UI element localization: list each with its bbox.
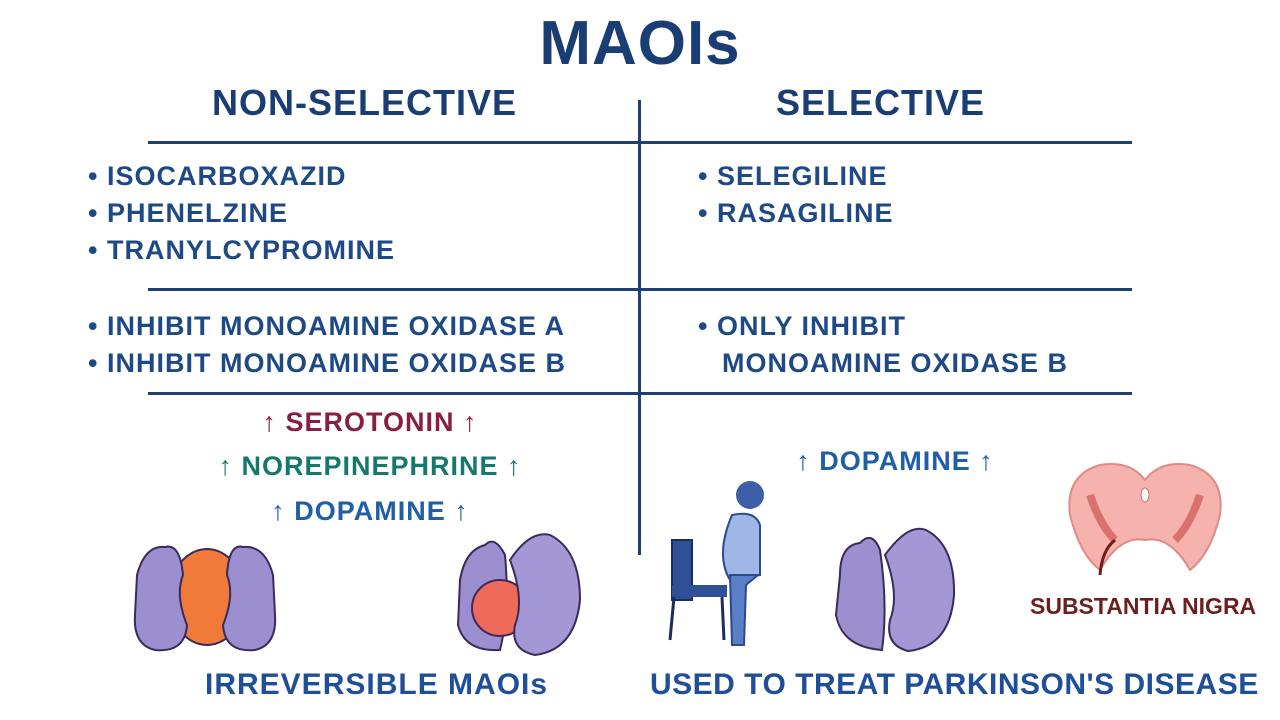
heading-selective: SELECTIVE [776,82,986,123]
list-item: MONOAMINE OXIDASE B [722,348,1069,378]
enzyme-illustration [834,527,956,653]
list-item: • INHIBIT MONOAMINE OXIDASE A [88,311,565,341]
selective-mechanism: • ONLY INHIBIT MONOAMINE OXIDASE B [698,308,1068,382]
list-item: • ISOCARBOXAZID [88,161,347,191]
non-selective-mechanism: • INHIBIT MONOAMINE OXIDASE A • INHIBIT … [88,308,566,382]
effect-serotonin: ↑ SEROTONIN ↑ [262,407,478,437]
effect-norepinephrine: ↑ NOREPINEPHRINE ↑ [218,451,522,481]
effect-dopamine: ↑ DOPAMINE ↑ [271,496,469,526]
parkinsons-patient-illustration [668,481,764,646]
caption-parkinsons: USED TO TREAT PARKINSON'S DISEASE [650,668,1259,701]
list-item: • PHENELZINE [88,198,288,228]
vertical-divider [638,100,641,555]
substantia-nigra-label: SUBSTANTIA NIGRA [1030,593,1257,619]
list-item: • RASAGILINE [698,198,894,228]
enzyme-bound-illustration [456,533,582,657]
list-item: • ONLY INHIBIT [698,311,906,341]
caption-irreversible: IRREVERSIBLE MAOIs [205,668,549,701]
list-item: • SELEGILINE [698,161,888,191]
effect-dopamine-selective: ↑ DOPAMINE ↑ [796,446,994,476]
non-selective-drug-list: • ISOCARBOXAZID • PHENELZINE • TRANYLCYP… [88,158,395,269]
enzyme-inhibitor-illustration [133,545,277,652]
list-item: • TRANYLCYPROMINE [88,235,395,265]
page-title: MAOIs [539,9,741,78]
selective-drug-list: • SELEGILINE • RASAGILINE [698,158,893,232]
heading-non-selective: NON-SELECTIVE [212,82,518,123]
list-item: • INHIBIT MONOAMINE OXIDASE B [88,348,566,378]
brainstem-illustration [1068,463,1222,576]
